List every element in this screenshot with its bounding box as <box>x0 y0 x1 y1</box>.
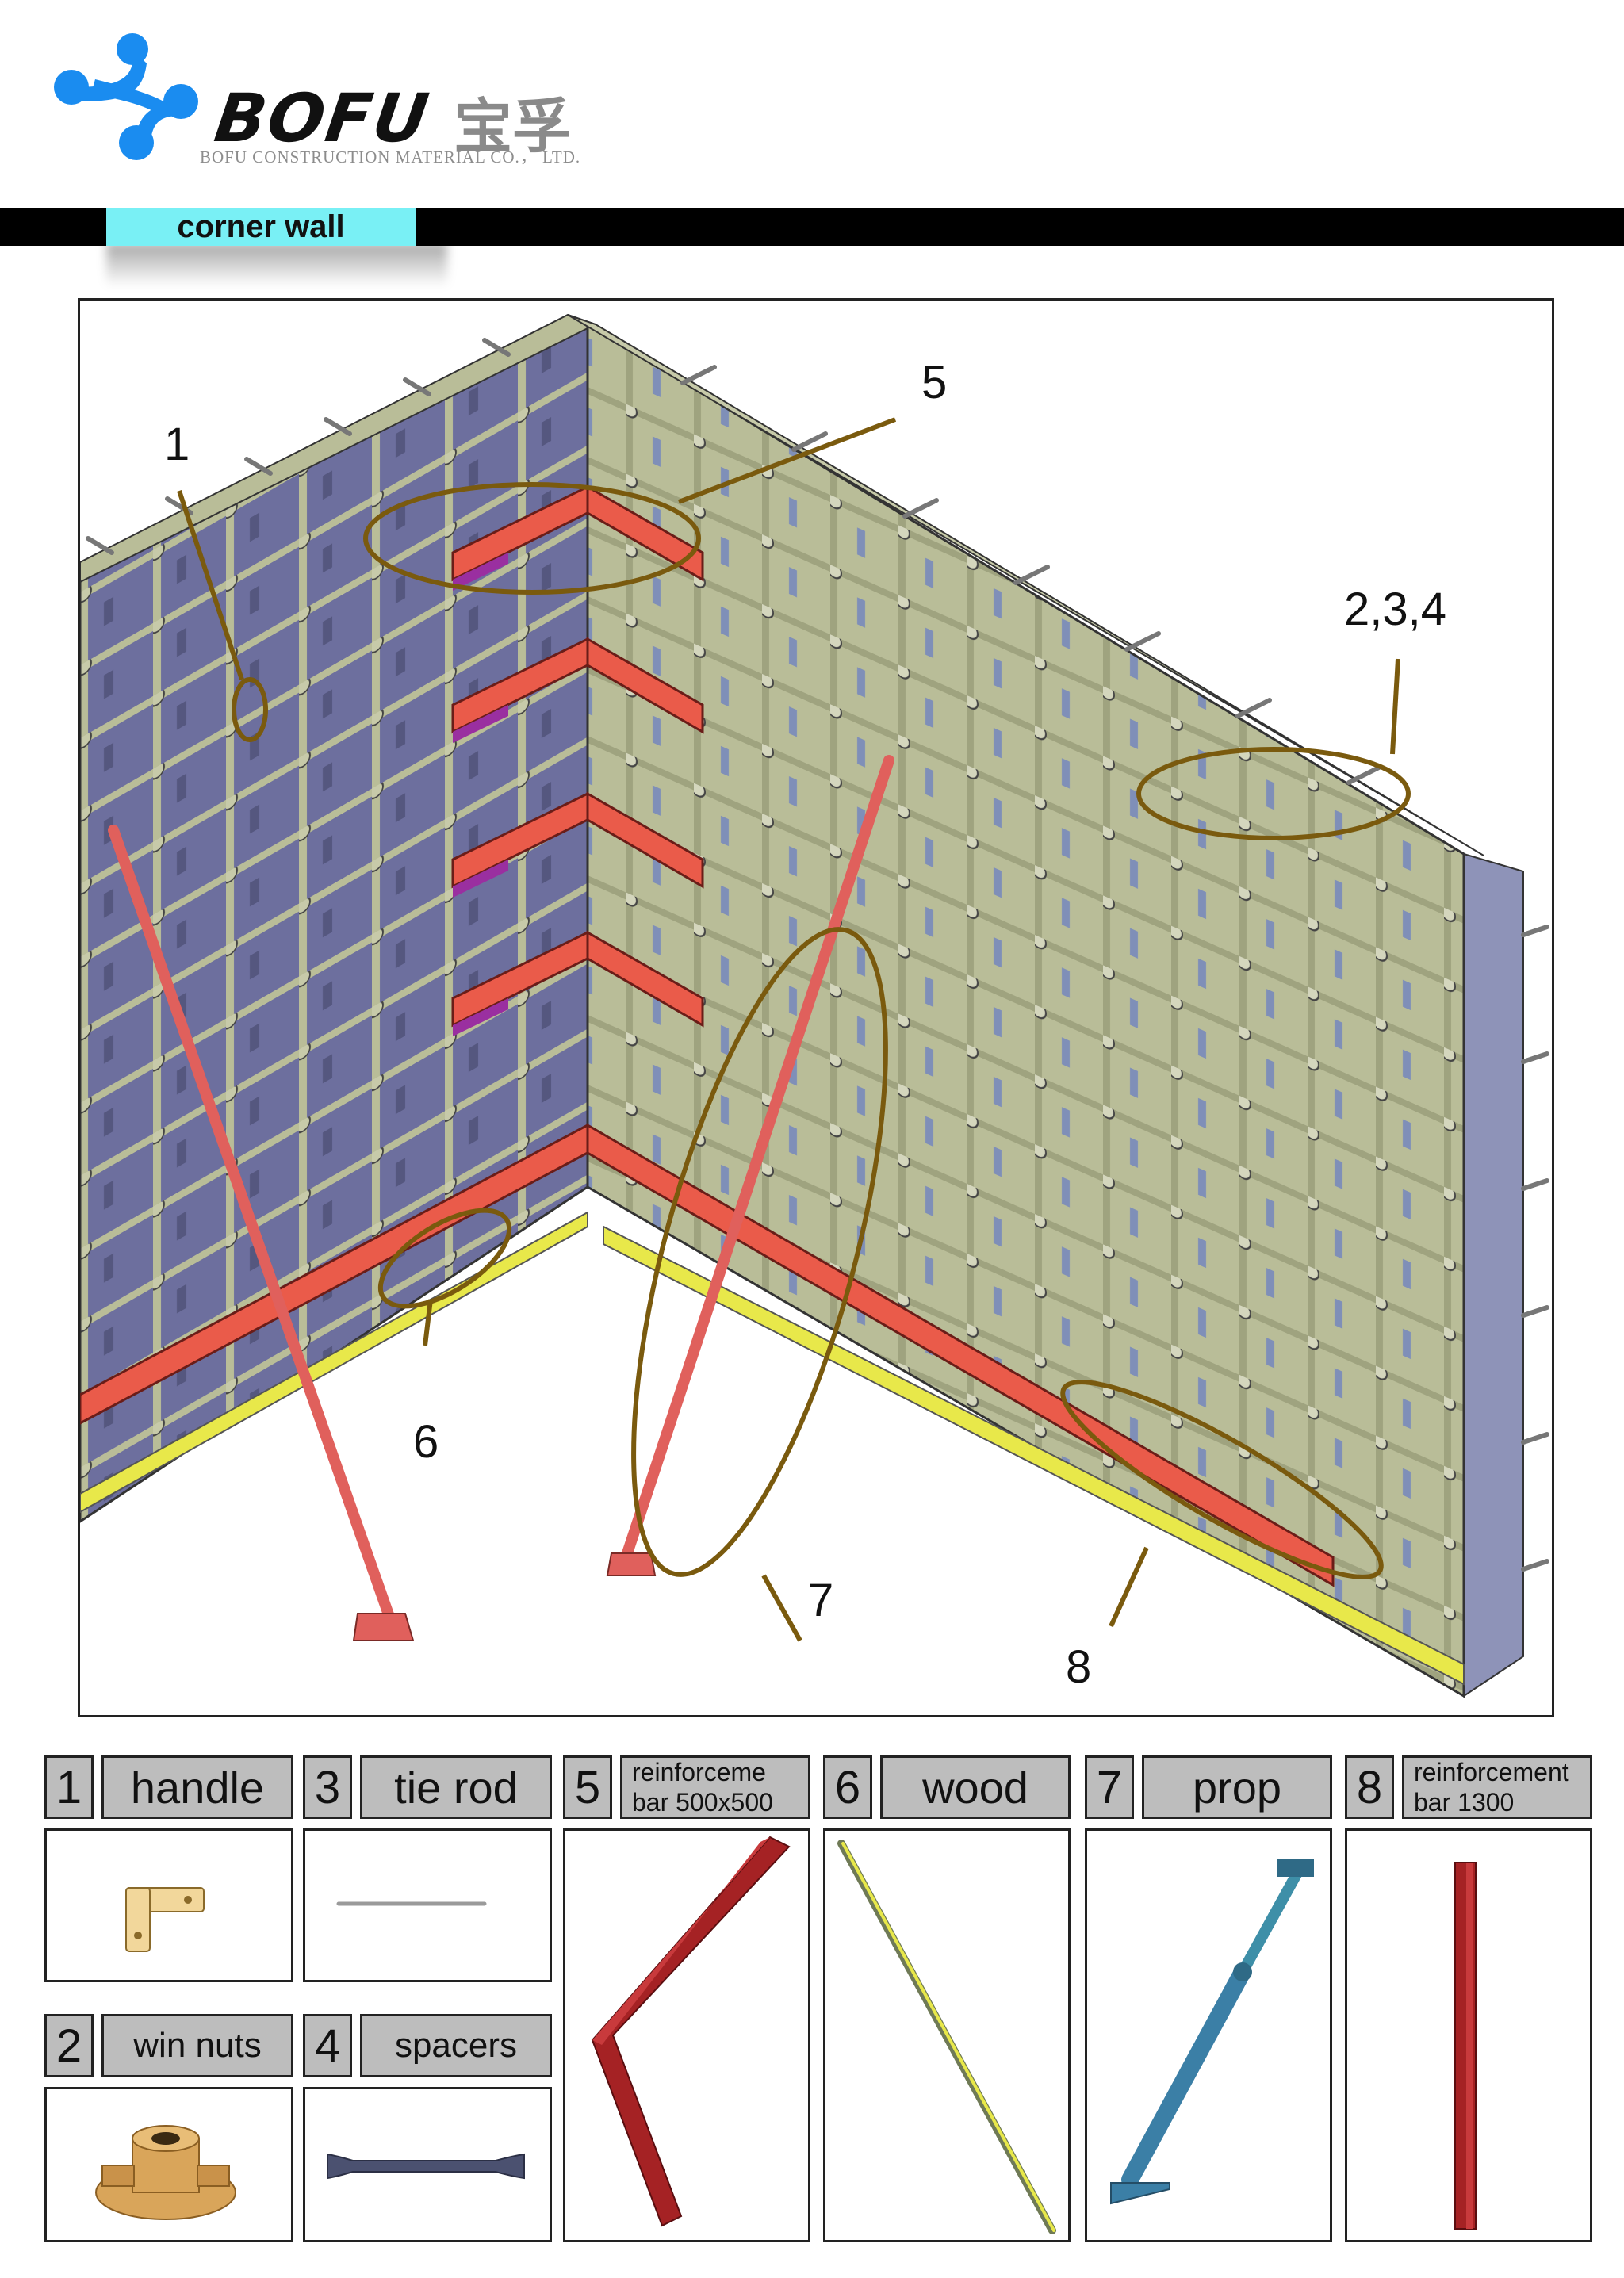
part-4-number: 4 <box>303 2014 352 2077</box>
part-8-image <box>1345 1828 1592 2242</box>
part-3-number: 3 <box>303 1755 352 1819</box>
title-shadow <box>106 243 447 287</box>
part-2-number: 2 <box>44 2014 94 2077</box>
corner-waler-icon <box>591 1836 791 2227</box>
brand-name-chinese: 宝孚 <box>454 93 571 161</box>
part-7-label: prop <box>1142 1755 1332 1819</box>
callout-8: 8 <box>1066 1641 1092 1693</box>
part-2-image <box>44 2087 293 2242</box>
handle-icon <box>125 1887 205 1952</box>
assembly-drawing: 1 5 2,3,4 6 7 8 <box>78 298 1554 1717</box>
part-4-image <box>303 2087 552 2242</box>
part-1-number: 1 <box>44 1755 94 1819</box>
part-6-label: wood <box>880 1755 1071 1819</box>
bofu-logo-icon <box>54 33 198 160</box>
wing-nut-icon <box>95 2125 236 2220</box>
part-4-label: spacers <box>360 2014 552 2077</box>
part-5-number: 5 <box>563 1755 612 1819</box>
callout-2-3-4: 2,3,4 <box>1344 584 1446 635</box>
part-3-label: tie rod <box>360 1755 552 1819</box>
wood-strip-icon <box>837 1840 1056 2234</box>
corner-wall-illustration <box>80 313 1549 1698</box>
callout-5: 5 <box>921 357 948 408</box>
part-6-image <box>823 1828 1071 2242</box>
spacer-icon <box>327 2153 525 2180</box>
callout-7: 7 <box>808 1575 834 1626</box>
part-2-label: win nuts <box>102 2014 293 2077</box>
part-5-image <box>563 1828 810 2242</box>
part-1-label: handle <box>102 1755 293 1819</box>
part-3-image <box>303 1828 552 1982</box>
part-5-label: reinforceme bar 500x500 <box>620 1755 810 1819</box>
company-name: BOFU CONSTRUCTION MATERIAL CO.， LTD. <box>200 147 581 167</box>
part-6-number: 6 <box>823 1755 872 1819</box>
tie-rod-icon <box>336 1901 487 1906</box>
callout-1: 1 <box>164 419 190 470</box>
waler-bar-icon <box>1454 1862 1477 2230</box>
callout-6: 6 <box>413 1416 439 1468</box>
part-7-image <box>1085 1828 1332 2242</box>
part-7-number: 7 <box>1085 1755 1134 1819</box>
part-8-label: reinforcement bar 1300 <box>1402 1755 1592 1819</box>
page-title: corner wall <box>106 208 416 246</box>
part-8-number: 8 <box>1345 1755 1394 1819</box>
prop-icon <box>1110 1859 1314 2205</box>
part-1-image <box>44 1828 293 1982</box>
